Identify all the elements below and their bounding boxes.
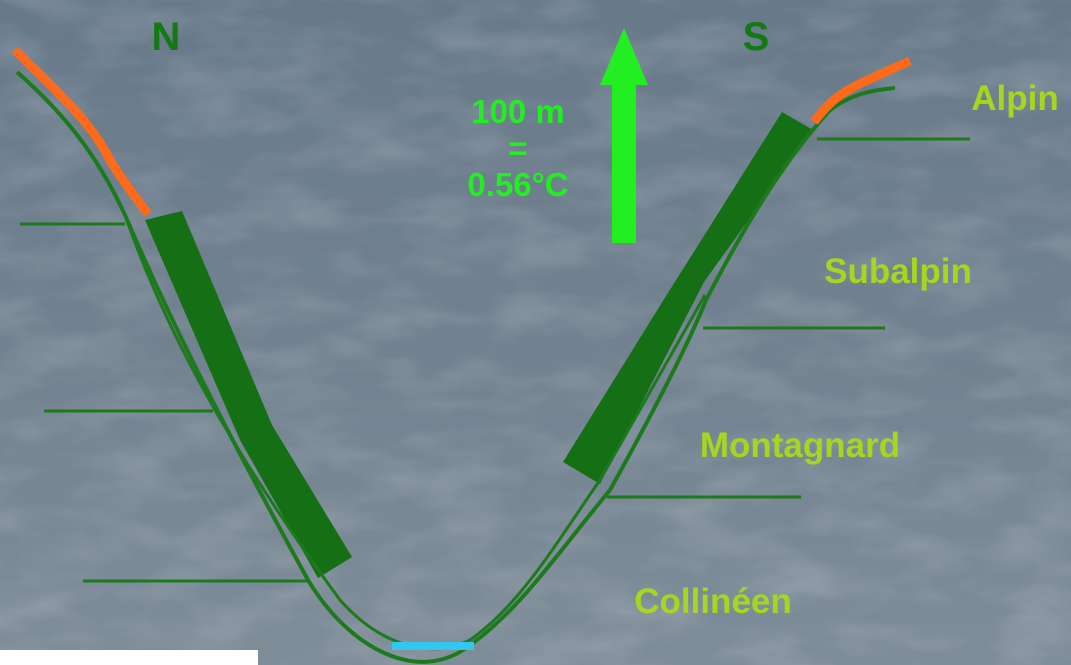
valley-profile-line [15,70,896,664]
up-arrow-icon [600,28,648,243]
alpine-band-north [11,46,152,217]
zone-label-montagnard: Montagnard [700,426,900,465]
gradient-text-line-2: = [508,130,527,167]
gradient-text-line-3: 0.56°C [467,166,568,203]
south-label: S [743,15,770,59]
white-corner-box [0,650,258,665]
alpine-band-south [810,56,912,125]
forest-band-north-slope [145,211,352,578]
gradient-text-line-1: 100 m [471,93,565,130]
forest-band-south-slope [563,112,813,484]
zone-label-collineen: Collinéen [634,582,792,621]
zone-label-alpin: Alpin [971,79,1058,118]
zone-label-subalpin: Subalpin [824,252,972,291]
north-label: N [152,15,181,59]
